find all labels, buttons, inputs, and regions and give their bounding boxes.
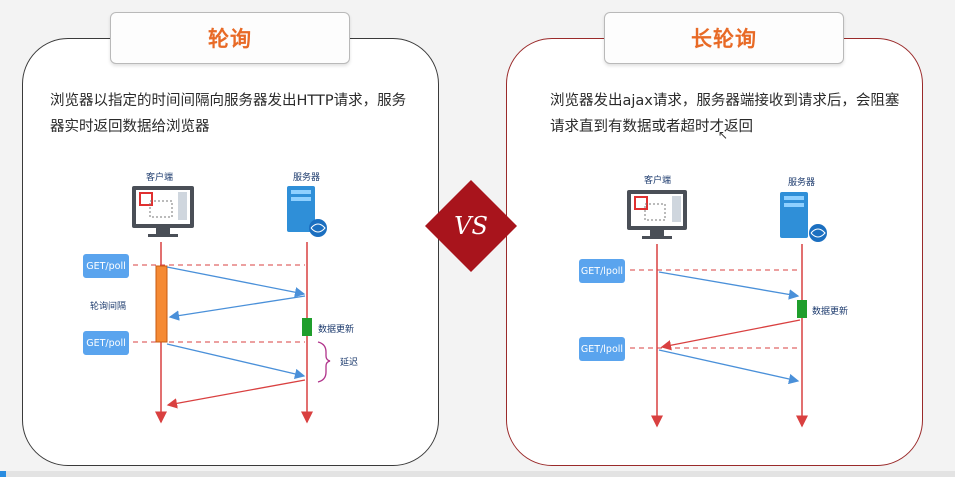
data-update-block	[302, 318, 312, 336]
client-monitor-icon	[132, 186, 194, 237]
client-label: 客户端	[146, 173, 174, 183]
client-monitor-icon	[627, 190, 687, 239]
data-update-label: 数据更新	[812, 307, 849, 317]
vs-diamond	[425, 180, 517, 272]
vs-badge: VS	[425, 180, 517, 272]
progress-fill	[0, 471, 6, 477]
server-label: 服务器	[788, 178, 816, 188]
polling-description: 浏览器以指定的时间间隔向服务器发出HTTP请求，服务器实时返回数据给浏览器	[50, 93, 407, 135]
get-poll-request-1: GET/poll	[83, 254, 129, 278]
mouse-cursor-icon: ↖	[718, 128, 729, 142]
poll-interval-label: 轮询间隔	[90, 302, 127, 312]
polling-panel	[22, 38, 439, 466]
interval-bar	[155, 265, 168, 343]
data-update-block	[797, 300, 807, 318]
long-polling-panel	[506, 38, 923, 466]
client-label: 客户端	[644, 176, 672, 186]
delay-label: 延迟	[340, 358, 359, 368]
server-icon	[780, 192, 827, 242]
polling-title: 轮询	[110, 12, 350, 64]
get-lpoll-request-1: GET/lpoll	[579, 259, 625, 283]
get-poll-request-2: GET/poll	[83, 331, 129, 355]
delay-brace	[317, 341, 331, 383]
data-update-label: 数据更新	[318, 325, 355, 335]
long-polling-title: 长轮询	[604, 12, 844, 64]
long-polling-description: 浏览器发出ajax请求，服务器端接收到请求后，会阻塞请求直到有数据或者超时才返回	[550, 93, 900, 135]
vs-text: VS	[454, 212, 488, 240]
progress-bar	[0, 471, 955, 477]
get-lpoll-request-2: GET/lpoll	[579, 337, 625, 361]
server-icon	[287, 186, 327, 237]
server-label: 服务器	[293, 173, 321, 183]
